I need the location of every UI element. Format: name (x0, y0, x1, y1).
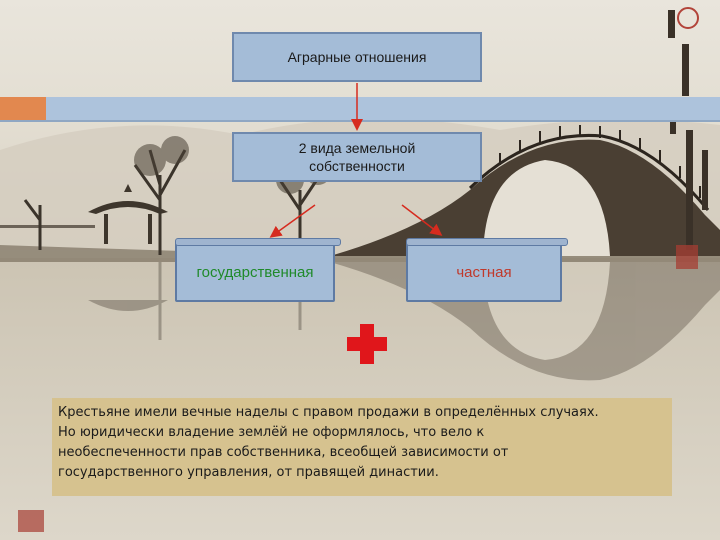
node-agrarian-relations: Аграрные отношения (232, 32, 482, 82)
arrow-middle-to-left (269, 204, 316, 238)
seal-stamp-icon (677, 7, 699, 29)
node-land-ownership-types-label: 2 вида земельной собственности (299, 139, 416, 175)
node-agrarian-relations-label: Аграрные отношения (287, 49, 427, 65)
node-land-ownership-types: 2 вида земельной собственности (232, 132, 482, 182)
seal-stamp-icon (676, 245, 698, 269)
node-private-ownership-label: частная (456, 263, 512, 281)
description-line-3: необеспеченности прав собственника, всео… (58, 445, 509, 460)
arrow-middle-to-right (401, 204, 443, 236)
node-land-ownership-line2: собственности (309, 158, 405, 174)
header-band-fill (46, 97, 720, 121)
header-band-accent (0, 97, 46, 121)
pavilion-drawing (0, 184, 168, 244)
seal-stamp-icon (18, 510, 44, 532)
bridge-drawing (330, 125, 720, 256)
node-private-ownership: частная (406, 238, 568, 302)
node-land-ownership-line1: 2 вида земельной (298, 140, 416, 156)
node-state-ownership-label: государственная (196, 263, 314, 281)
node-state-ownership: государственная (175, 238, 341, 302)
calligraphy-drawing (668, 10, 708, 250)
description-text-box: Крестьяне имели вечные наделы с правом п… (52, 398, 672, 496)
description-line-4: государственного управления, от правящей… (58, 465, 439, 480)
description-line-2: Но юридически владение землёй не оформля… (58, 425, 485, 440)
description-line-1: Крестьяне имели вечные наделы с правом п… (58, 405, 599, 420)
